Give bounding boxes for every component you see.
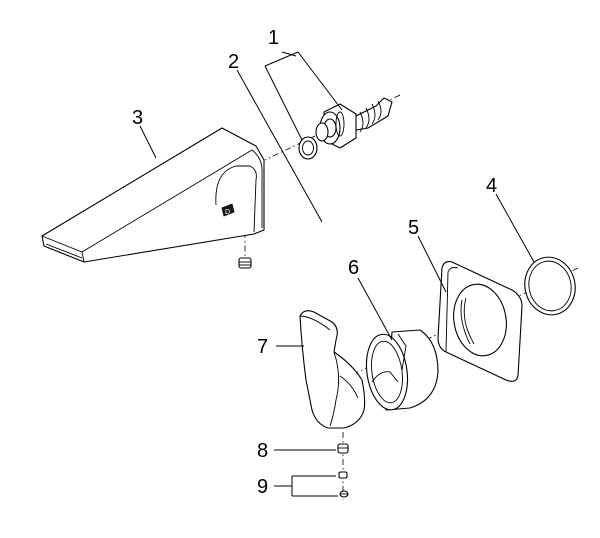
spout-logo-badge: [221, 203, 235, 217]
part-7-lever-handle: [299, 310, 366, 429]
leader-4: [495, 193, 535, 263]
callout-9: 9: [257, 476, 268, 498]
spout-logo-text: D: [225, 209, 230, 216]
axis-upper: [264, 94, 401, 161]
part-9-screws: [338, 471, 349, 498]
callout-2: 2: [228, 51, 239, 73]
callout-8: 8: [257, 440, 268, 462]
callout-3: 3: [132, 107, 143, 129]
part-3-spout: D: [41, 127, 265, 263]
spout-set-screw: [238, 257, 252, 269]
leader-9: [274, 475, 338, 497]
part-1-connector: [315, 97, 393, 149]
part-8-screw: [337, 443, 349, 454]
leader-3: [139, 125, 157, 159]
callout-4: 4: [486, 175, 497, 197]
part-5-cover-plate: [437, 261, 523, 382]
part-6-sleeve: [365, 329, 439, 411]
leader-6: [357, 277, 393, 341]
callout-1: 1: [268, 27, 279, 49]
part-4-o-ring: [524, 256, 576, 316]
callout-7: 7: [257, 336, 268, 358]
callout-6: 6: [348, 257, 359, 279]
callout-numbers: 1 2 3 4 5 6 7 8 9: [132, 27, 497, 498]
part-2-seal-ring: [298, 136, 318, 160]
leader-2: [236, 69, 323, 223]
callout-5: 5: [408, 217, 419, 239]
callout-leaders: [139, 51, 535, 497]
leader-1a: [264, 65, 303, 141]
leader-5: [417, 235, 447, 293]
leader-1b: [297, 51, 343, 111]
